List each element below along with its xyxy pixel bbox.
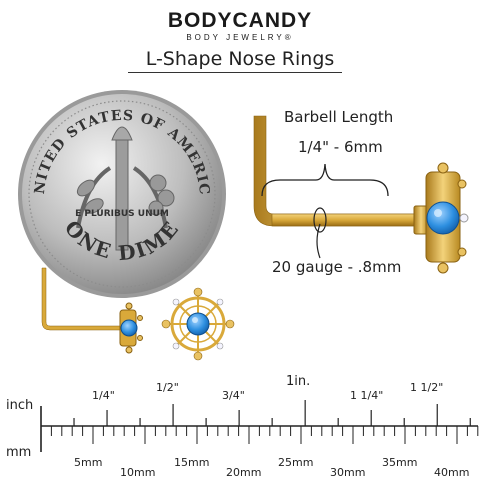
ruler-tick-marks bbox=[40, 400, 479, 452]
coin-motto-text: E PLURIBUS UNUM bbox=[75, 209, 169, 219]
gauge-pointer-line bbox=[316, 223, 321, 259]
brand-logo-text: BODYCANDY bbox=[167, 9, 313, 32]
nose-ring-top-view bbox=[161, 287, 235, 361]
ruler-inch-label-1-1-2: 1 1/2" bbox=[410, 381, 444, 394]
ruler-inch-unit-label: inch bbox=[6, 398, 34, 413]
ruler-inch-label-1-2: 1/2" bbox=[156, 381, 179, 394]
ruler-mm-label-25: 25mm bbox=[278, 456, 314, 469]
ruler-mm-label-10: 10mm bbox=[120, 466, 156, 479]
ruler-mm-label-40: 40mm bbox=[434, 466, 470, 479]
ruler-inch-label-1-4: 1/4" bbox=[92, 389, 115, 402]
brand-logo: BODYCANDY BODY JEWELRY® bbox=[160, 9, 320, 43]
ruler-inch-label-1-1-4: 1 1/4" bbox=[350, 389, 384, 402]
barbell-length-label: Barbell Length bbox=[284, 108, 394, 126]
ruler-mm-label-30: 30mm bbox=[330, 466, 366, 479]
ruler-inch-label-3-4: 3/4" bbox=[222, 389, 245, 402]
barbell-length-bracket bbox=[261, 163, 389, 197]
ruler-inch-label-1: 1in. bbox=[286, 374, 311, 389]
ruler-mm-label-5: 5mm bbox=[74, 456, 103, 469]
ruler-mm-unit-label: mm bbox=[6, 445, 32, 460]
ruler-mm-label-35: 35mm bbox=[382, 456, 418, 469]
ruler-mm-label-15: 15mm bbox=[174, 456, 210, 469]
brand-subtitle: BODY JEWELRY® bbox=[186, 33, 294, 42]
ruler bbox=[40, 400, 479, 452]
ruler-mm-label-20: 20mm bbox=[226, 466, 262, 479]
barbell-length-value: 1/4" - 6mm bbox=[298, 138, 383, 156]
dime-coin-image: E PLURIBUS UNUM UNITED STATES OF AMERICA… bbox=[16, 88, 226, 298]
title-underline bbox=[128, 72, 342, 73]
nose-ring-side-view-large bbox=[253, 115, 469, 274]
gauge-label: 20 gauge - .8mm bbox=[272, 258, 402, 276]
nose-ring-side-view-small bbox=[41, 267, 143, 354]
page-title: L-Shape Nose Rings bbox=[145, 48, 335, 70]
